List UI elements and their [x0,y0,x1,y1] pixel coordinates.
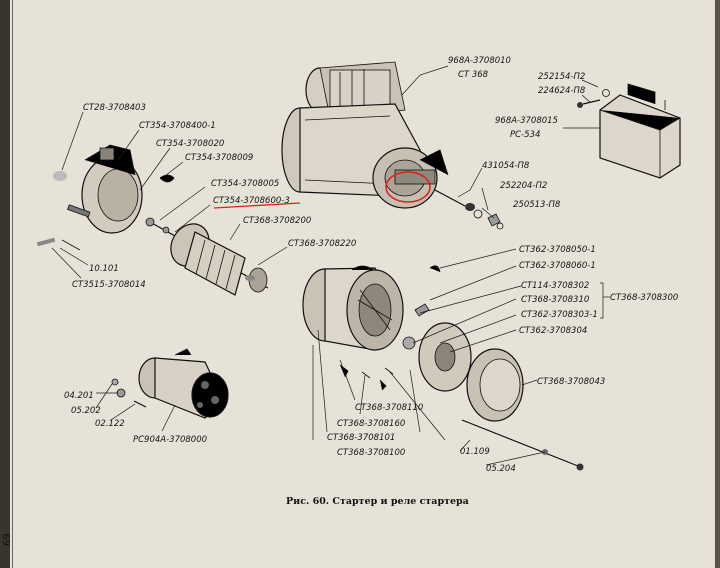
label-field-insulator: СТ368-3708160 [337,419,405,429]
label-pin: 10.101 [89,264,119,274]
relay-drawing [577,83,681,179]
label-lever-support: СТ362-3708050-1 [519,245,596,255]
page-border-line [12,0,13,568]
label-starter-assembly: 968A-3708010 [448,56,511,66]
label-relay-nut-a: 04.201 [64,391,94,401]
label-cover-assembly: СТ354-3708400-1 [139,121,216,131]
label-bolt-long: 01.109 [460,447,490,457]
label-relay-assembly: 968А-3708015 [495,116,558,126]
label-nut: 431054-П8 [482,161,530,171]
label-tie-bolt: СТ3515-3708014 [72,280,146,290]
page-number: 69 [2,533,13,546]
label-clutch-gear: СТ362-3708304 [519,326,587,336]
part-labels: 968A-3708010 СТ 368 252154-П2 224624-П8 … [64,56,678,474]
label-clutch-washer: СТ368-3708310 [521,295,589,305]
label-clutch-group: СТ368-3708300 [610,293,678,303]
drive-end-cover-drawing [53,144,175,234]
label-armature: СТ368-3708200 [243,216,311,226]
solenoid-relay-drawing [111,275,255,419]
field-housing-drawing [302,265,404,391]
label-spring-washer: 252204-П2 [500,181,547,191]
label-clutch-ring: СТ114-3708302 [521,281,589,291]
label-drive-housing: СТ368-3708043 [537,377,605,387]
clutch-parts-drawing [402,265,584,471]
label-bolt-washer: 05.204 [486,464,516,474]
label-brush-spring: СТ354-3708009 [185,153,253,163]
label-relay-nut-b: 05.202 [71,406,101,416]
label-field-winding-housing: СТ368-3708220 [288,239,356,249]
red-highlight-circle [385,171,431,203]
label-brush-holder: СТ354-3708020 [156,139,224,149]
starter-motor-drawing [281,61,475,211]
label-bushing: СТ354-3708005 [211,179,279,189]
label-relay-bolt: 252154-П2 [538,72,585,82]
label-relay-model: РС-534 [510,130,540,140]
label-starter-model: СТ 368 [458,70,489,80]
label-relay-washer: 224624-П8 [538,86,586,96]
small-parts [36,209,504,251]
leader-lines [51,65,610,466]
label-housing-body: СТ368-3708101 [327,433,395,443]
label-highlighted-part: СТ354-3708600-3 [213,196,290,206]
scan-right-edge [715,0,720,568]
label-flat-washer: 250513-П8 [513,200,561,210]
label-housing-assembly: СТ368-3708100 [337,448,405,458]
label-drive-end-cover: СТ28-3708403 [83,103,146,113]
scan-left-edge [0,0,10,568]
red-underline [213,202,301,209]
label-lever: СТ362-3708060-1 [519,261,596,271]
figure-caption: Рис. 60. Стартер и реле стартера [286,496,469,507]
label-field-coil: СТ368-3708110 [355,403,423,413]
label-relay-screw: 02.122 [95,419,125,429]
armature-drawing [145,217,269,296]
label-solenoid-relay: РС904А-3708000 [133,435,207,445]
label-clutch-hub: СТ362-3708303-1 [521,310,598,320]
